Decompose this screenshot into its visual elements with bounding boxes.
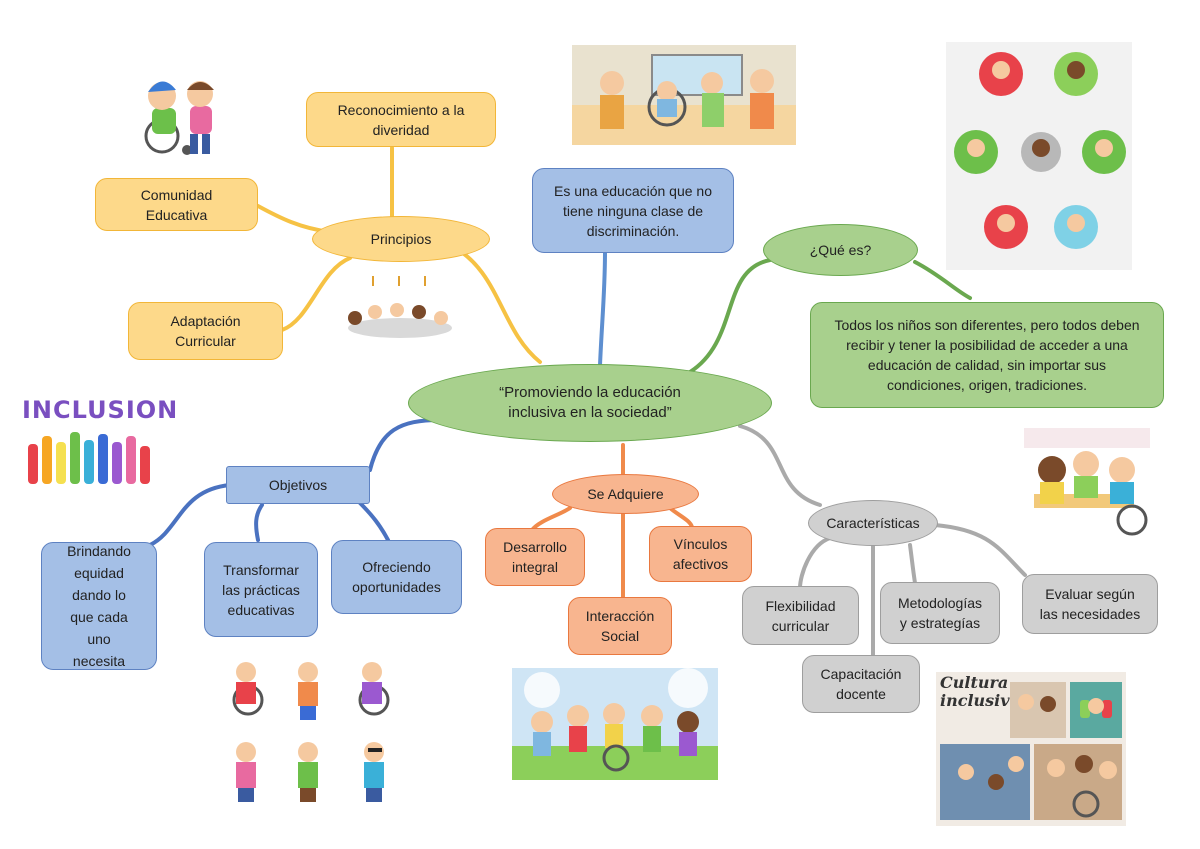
inclusion-logo-text: INCLUSION bbox=[22, 396, 179, 424]
evaluar-node: Evaluar según las necesidades bbox=[1022, 574, 1158, 634]
adaptacion-node: Adaptación Curricular bbox=[128, 302, 283, 360]
diverse-children-illustration bbox=[946, 42, 1132, 270]
brindando-node: Brindando equidad dando lo que cada uno … bbox=[41, 542, 157, 670]
vinculos-node: Vínculos afectivos bbox=[649, 526, 752, 582]
ofreciendo-node: Ofreciendo oportunidades bbox=[331, 540, 462, 614]
central-topic: “Promoviendo la educación inclusiva en l… bbox=[408, 364, 772, 442]
connector-evaluar bbox=[933, 523, 1027, 577]
connector-flexibilidad bbox=[798, 536, 832, 590]
connector-comunidad bbox=[256, 204, 332, 234]
kids-wheelchair-illustration bbox=[144, 81, 214, 155]
connector-que-es bbox=[688, 258, 772, 374]
caracteristicas-node: Características bbox=[808, 500, 938, 546]
transformar-node: Transformar las prácticas educativas bbox=[204, 542, 318, 637]
connector-desarrollo bbox=[530, 506, 572, 532]
interaccion-node: Interacción Social bbox=[568, 597, 672, 655]
kids-painting-illustration bbox=[1024, 428, 1150, 536]
connector-adaptacion bbox=[280, 256, 352, 332]
inclusion-logo: INCLUSION bbox=[22, 396, 179, 496]
connector-objetivos bbox=[368, 418, 442, 472]
comunidad-node: Comunidad Educativa bbox=[95, 178, 258, 231]
children-disabilities-illustration bbox=[232, 662, 390, 802]
principios-node: Principios bbox=[312, 216, 490, 262]
connector-transformar bbox=[254, 503, 264, 542]
reconocimiento-node: Reconocimiento a la diveridad bbox=[306, 92, 496, 147]
capacitacion-node: Capacitación docente bbox=[802, 655, 920, 713]
se-adquiere-node: Se Adquiere bbox=[552, 474, 699, 514]
objetivos-node: Objetivos bbox=[226, 466, 370, 504]
definicion-node: Es una educación que no tiene ninguna cl… bbox=[532, 168, 734, 253]
que-es-node: ¿Qué es? bbox=[763, 224, 918, 276]
cultura-inclusiva-collage: Cultura inclusiva bbox=[936, 672, 1126, 826]
desarrollo-node: Desarrollo integral bbox=[485, 528, 585, 586]
connector-principios bbox=[448, 243, 542, 364]
connector-vinculos bbox=[668, 506, 694, 529]
connector-caracteristicas bbox=[738, 424, 822, 507]
connector-brindando bbox=[148, 483, 232, 547]
kids-park-illustration bbox=[512, 668, 718, 780]
connector-metodologias bbox=[908, 543, 917, 585]
connector-ofreciendo bbox=[358, 501, 390, 542]
metodologias-node: Metodologías y estrategías bbox=[880, 582, 1000, 644]
classroom-scene-illustration bbox=[572, 45, 796, 145]
que-es-text-node: Todos los niños son diferentes, pero tod… bbox=[810, 302, 1164, 408]
connector-que-es-text bbox=[913, 260, 972, 300]
flexibilidad-node: Flexibilidad curricular bbox=[742, 586, 859, 645]
round-table-illustration bbox=[348, 276, 452, 338]
connector-definicion bbox=[598, 250, 607, 367]
cultura-inclusiva-title: Cultura inclusiva bbox=[940, 673, 1020, 710]
